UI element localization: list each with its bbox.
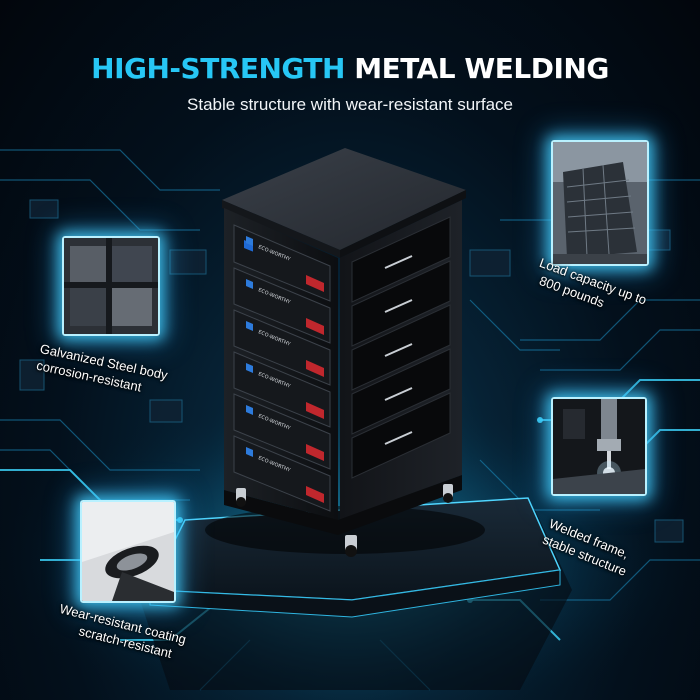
headline-accent: HIGH-STRENGTH [91,52,345,85]
welding-machine-icon [551,397,647,496]
steel-frame-closeup-icon [62,236,160,336]
headline: HIGH-STRENGTH METAL WELDING [0,52,700,85]
headline-rest: METAL WELDING [354,52,609,85]
surface-coating-icon [80,500,176,603]
subtitle: Stable structure with wear-resistant sur… [187,95,513,114]
building-load-icon [551,140,649,266]
